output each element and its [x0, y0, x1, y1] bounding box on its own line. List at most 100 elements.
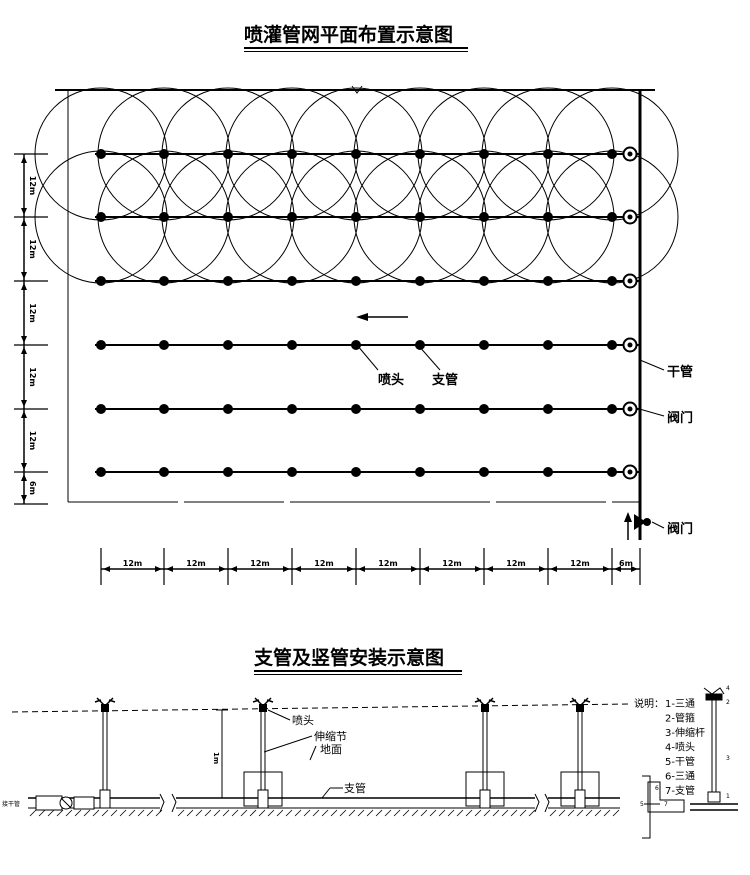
hatch-stroke [92, 809, 100, 817]
detail-number: 6 [655, 785, 659, 792]
hatch-stroke [83, 809, 91, 817]
hatch-stroke [195, 809, 203, 817]
hatch-stroke [411, 809, 419, 817]
sprinkler-head [479, 149, 489, 159]
horizontal-dimension-label: 12m [442, 559, 461, 568]
dimension-arrow [422, 566, 429, 572]
legend-title: 说明： [634, 697, 664, 710]
sprinkler-head [287, 404, 297, 414]
hatch-stroke [321, 809, 329, 817]
hatch-stroke [528, 809, 536, 817]
ground-label: 地面 [320, 743, 342, 756]
sprinkler-head [223, 276, 233, 286]
horizontal-dimension-label: 12m [314, 559, 333, 568]
sprinkler-head [159, 404, 169, 414]
main-pipe-connection [35, 795, 95, 811]
sprinkler-head [415, 340, 425, 350]
sprinkler-head [415, 404, 425, 414]
sprinkler-leader [356, 344, 379, 371]
sprinkler-head [287, 212, 297, 222]
detail-drawing [642, 687, 738, 839]
sprinkler-head [351, 404, 361, 414]
hatch-stroke [222, 809, 230, 817]
dimension-arrow [21, 411, 27, 418]
sprinkler-head [607, 276, 617, 286]
inlet-valve-icon [634, 514, 646, 530]
expansion-joint-label: 伸缩节 [314, 730, 347, 743]
hatch-stroke [137, 809, 145, 817]
detail-number: 2 [726, 699, 730, 706]
plan-title: 喷灌管网平面布置示意图 [244, 24, 454, 46]
install-view: 接干管 1m 喷头 伸缩节 地面 支管 说明： 1-三通2-管箍3-伸缩杆4-喷… [2, 685, 738, 839]
sprinkler-head [351, 276, 361, 286]
dimension-arrow [219, 566, 226, 572]
dimension-arrow [486, 566, 493, 572]
hatch-stroke [510, 809, 518, 817]
sprinkler-head [543, 467, 553, 477]
hatch-stroke [330, 809, 338, 817]
hatch-stroke [357, 809, 365, 817]
vertical-dimension-label: 6m [28, 481, 37, 495]
sprinkler-head [607, 212, 617, 222]
install-sprinkler-leader [267, 709, 291, 721]
hatch-stroke [603, 809, 611, 817]
legend-item: 4-喷头 [665, 742, 695, 754]
sprinkler-head [96, 149, 106, 159]
sprinkler-head [543, 149, 553, 159]
hatch-stroke [47, 809, 55, 817]
sprinkler-head [543, 276, 553, 286]
hatch-stroke [65, 809, 73, 817]
inlet-valve-knob [643, 518, 651, 526]
dimension-arrow [103, 566, 110, 572]
horizontal-dimension-label: 12m [186, 559, 205, 568]
hatch-stroke [267, 809, 275, 817]
sprinkler-head [96, 340, 106, 350]
install-title-underline-thin [254, 674, 462, 675]
legend-item: 7-支管 [665, 784, 695, 797]
hatch-stroke [558, 809, 566, 817]
hatch-stroke [594, 809, 602, 817]
hatch-stroke [492, 809, 500, 817]
sprinkler-head [223, 467, 233, 477]
hatch-stroke [375, 809, 383, 817]
sprinkler-head [479, 404, 489, 414]
sprinkler-body [259, 704, 267, 712]
inlet-valve-leader [651, 521, 665, 529]
branch-valve-center [627, 406, 633, 412]
horizontal-dimension-label: 12m [506, 559, 525, 568]
sprinkler-head [607, 467, 617, 477]
install-branch-leader [321, 787, 331, 799]
legend-item: 5-干管 [665, 755, 695, 768]
dimension-arrow [21, 474, 27, 481]
legend-item: 1-三通 [665, 698, 695, 710]
dimension-arrow [155, 566, 162, 572]
branch-pipes [95, 146, 640, 480]
sprinkler-head [351, 212, 361, 222]
legend-item: 6-三通 [665, 771, 695, 783]
detail-number: 7 [664, 801, 668, 808]
sprinkler-head [543, 340, 553, 350]
sprinkler-head [287, 276, 297, 286]
hatch-stroke [465, 809, 473, 817]
inlet-arrow-head [624, 512, 632, 522]
hatch-stroke [474, 809, 482, 817]
valve-label: 阀门 [667, 410, 693, 426]
hatch-stroke [429, 809, 437, 817]
sprinkler-head [96, 467, 106, 477]
vertical-dimension-label: 12m [28, 367, 37, 386]
riser-assembly [243, 697, 283, 809]
sprinkler-head [479, 340, 489, 350]
sprinkler-head [351, 149, 361, 159]
detail-number: 5 [640, 801, 644, 808]
hatch-stroke [420, 809, 428, 817]
hatch-stroke [438, 809, 446, 817]
tee-fitting [257, 789, 269, 809]
install-title: 支管及竖管安装示意图 [254, 647, 445, 669]
dimension-arrow [230, 566, 237, 572]
dimension-arrow [21, 272, 27, 279]
sprinkler-head [96, 404, 106, 414]
ground-hatching [29, 809, 620, 817]
dimension-arrow [21, 336, 27, 343]
sprinkler-head [159, 276, 169, 286]
